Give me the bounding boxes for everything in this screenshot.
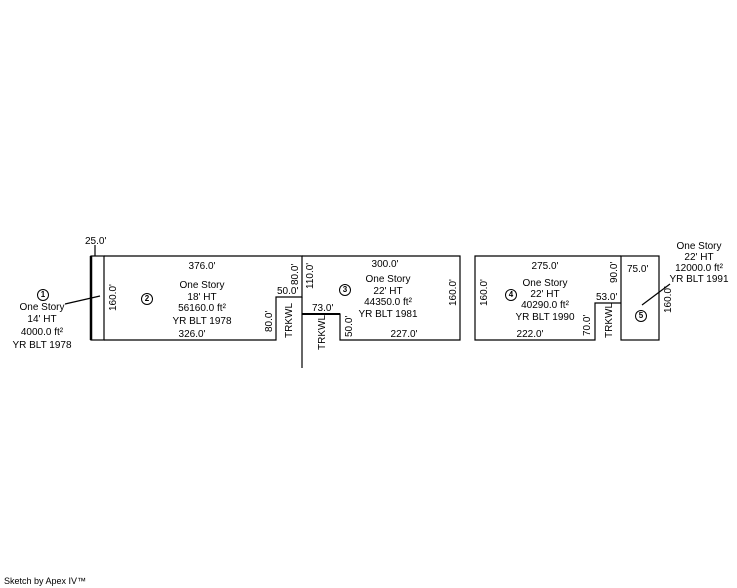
bldg2-notch-dim: 80.0' xyxy=(264,310,275,332)
bldg5-height: 22' HT xyxy=(684,252,714,263)
bldg5-top-dim: 75.0' xyxy=(627,264,649,275)
bldg3-step-right-dim: 50.0' xyxy=(344,315,355,337)
bldg1-area: 4000.0 ft² xyxy=(20,327,64,338)
bldg3-area: 44350.0 ft² xyxy=(364,297,412,308)
bldg3-type: One Story xyxy=(365,274,411,285)
bldg2-left-dim: 160.0' xyxy=(108,284,119,311)
bldg3-number-badge: 3 xyxy=(339,284,351,296)
bldg4-height: 22' HT xyxy=(530,289,560,300)
sketch-credit: Sketch by Apex IV™ xyxy=(4,576,87,586)
bldg1-number-badge: 1 xyxy=(37,289,49,301)
bldg3-year: YR BLT 1981 xyxy=(358,309,418,320)
bldg4-bottom-dim: 222.0' xyxy=(516,329,544,340)
bldg3-left-dim: 110.0' xyxy=(305,262,316,289)
bldg1-top-dim: 25.0' xyxy=(85,236,107,247)
bldg2-type: One Story xyxy=(179,280,225,291)
bldg5-year: YR BLT 1991 xyxy=(669,274,729,285)
bldg4-left-dim: 160.0' xyxy=(479,279,490,306)
bldg2-right-upper-dim: 80.0' xyxy=(290,263,301,285)
bldg4-number-badge: 4 xyxy=(505,289,517,301)
bldg3-bottom-dim: 227.0' xyxy=(390,329,418,340)
bldg4-type: One Story xyxy=(522,278,568,289)
bldg3-height: 22' HT xyxy=(373,286,403,297)
trkwl-label-2: TRKWL xyxy=(317,315,328,350)
bldg1-type: One Story xyxy=(19,302,65,313)
bldg2-number-badge: 2 xyxy=(141,293,153,305)
bldg3-right-dim: 160.0' xyxy=(448,279,459,306)
building-2-outline xyxy=(104,255,303,341)
bldg5-right-dim: 160.0' xyxy=(663,286,674,313)
bldg3-step-top-dim: 73.0' xyxy=(312,303,334,314)
bldg1-year: YR BLT 1978 xyxy=(12,340,72,351)
bldg4-right-upper-dim: 90.0' xyxy=(609,261,620,283)
bldg1-height: 14' HT xyxy=(27,314,57,325)
bldg5-type: One Story xyxy=(676,241,722,252)
bldg4-notch-top-dim: 53.0' xyxy=(596,292,618,303)
building-5-outline xyxy=(620,255,660,341)
bldg2-bottom-dim: 326.0' xyxy=(178,329,206,340)
bldg5-number-badge: 5 xyxy=(635,310,647,322)
trkwl-label-1: TRKWL xyxy=(284,303,295,338)
trkwl-label-3: TRKWL xyxy=(604,303,615,338)
bldg2-year: YR BLT 1978 xyxy=(172,316,232,327)
bldg4-top-dim: 275.0' xyxy=(531,261,559,272)
bldg5-area: 12000.0 ft² xyxy=(675,263,723,274)
bldg4-area: 40290.0 ft² xyxy=(521,300,569,311)
bldg3-top-dim: 300.0' xyxy=(371,259,399,270)
bldg4-notch-left-dim: 70.0' xyxy=(582,314,593,336)
bldg2-height: 18' HT xyxy=(187,292,217,303)
bldg2-area: 56160.0 ft² xyxy=(178,303,226,314)
bldg4-year: YR BLT 1990 xyxy=(515,312,575,323)
bldg2-top-dim: 376.0' xyxy=(188,261,216,272)
bldg2-notch-top-dim: 50.0' xyxy=(277,286,299,297)
building-4-outline xyxy=(474,255,621,341)
